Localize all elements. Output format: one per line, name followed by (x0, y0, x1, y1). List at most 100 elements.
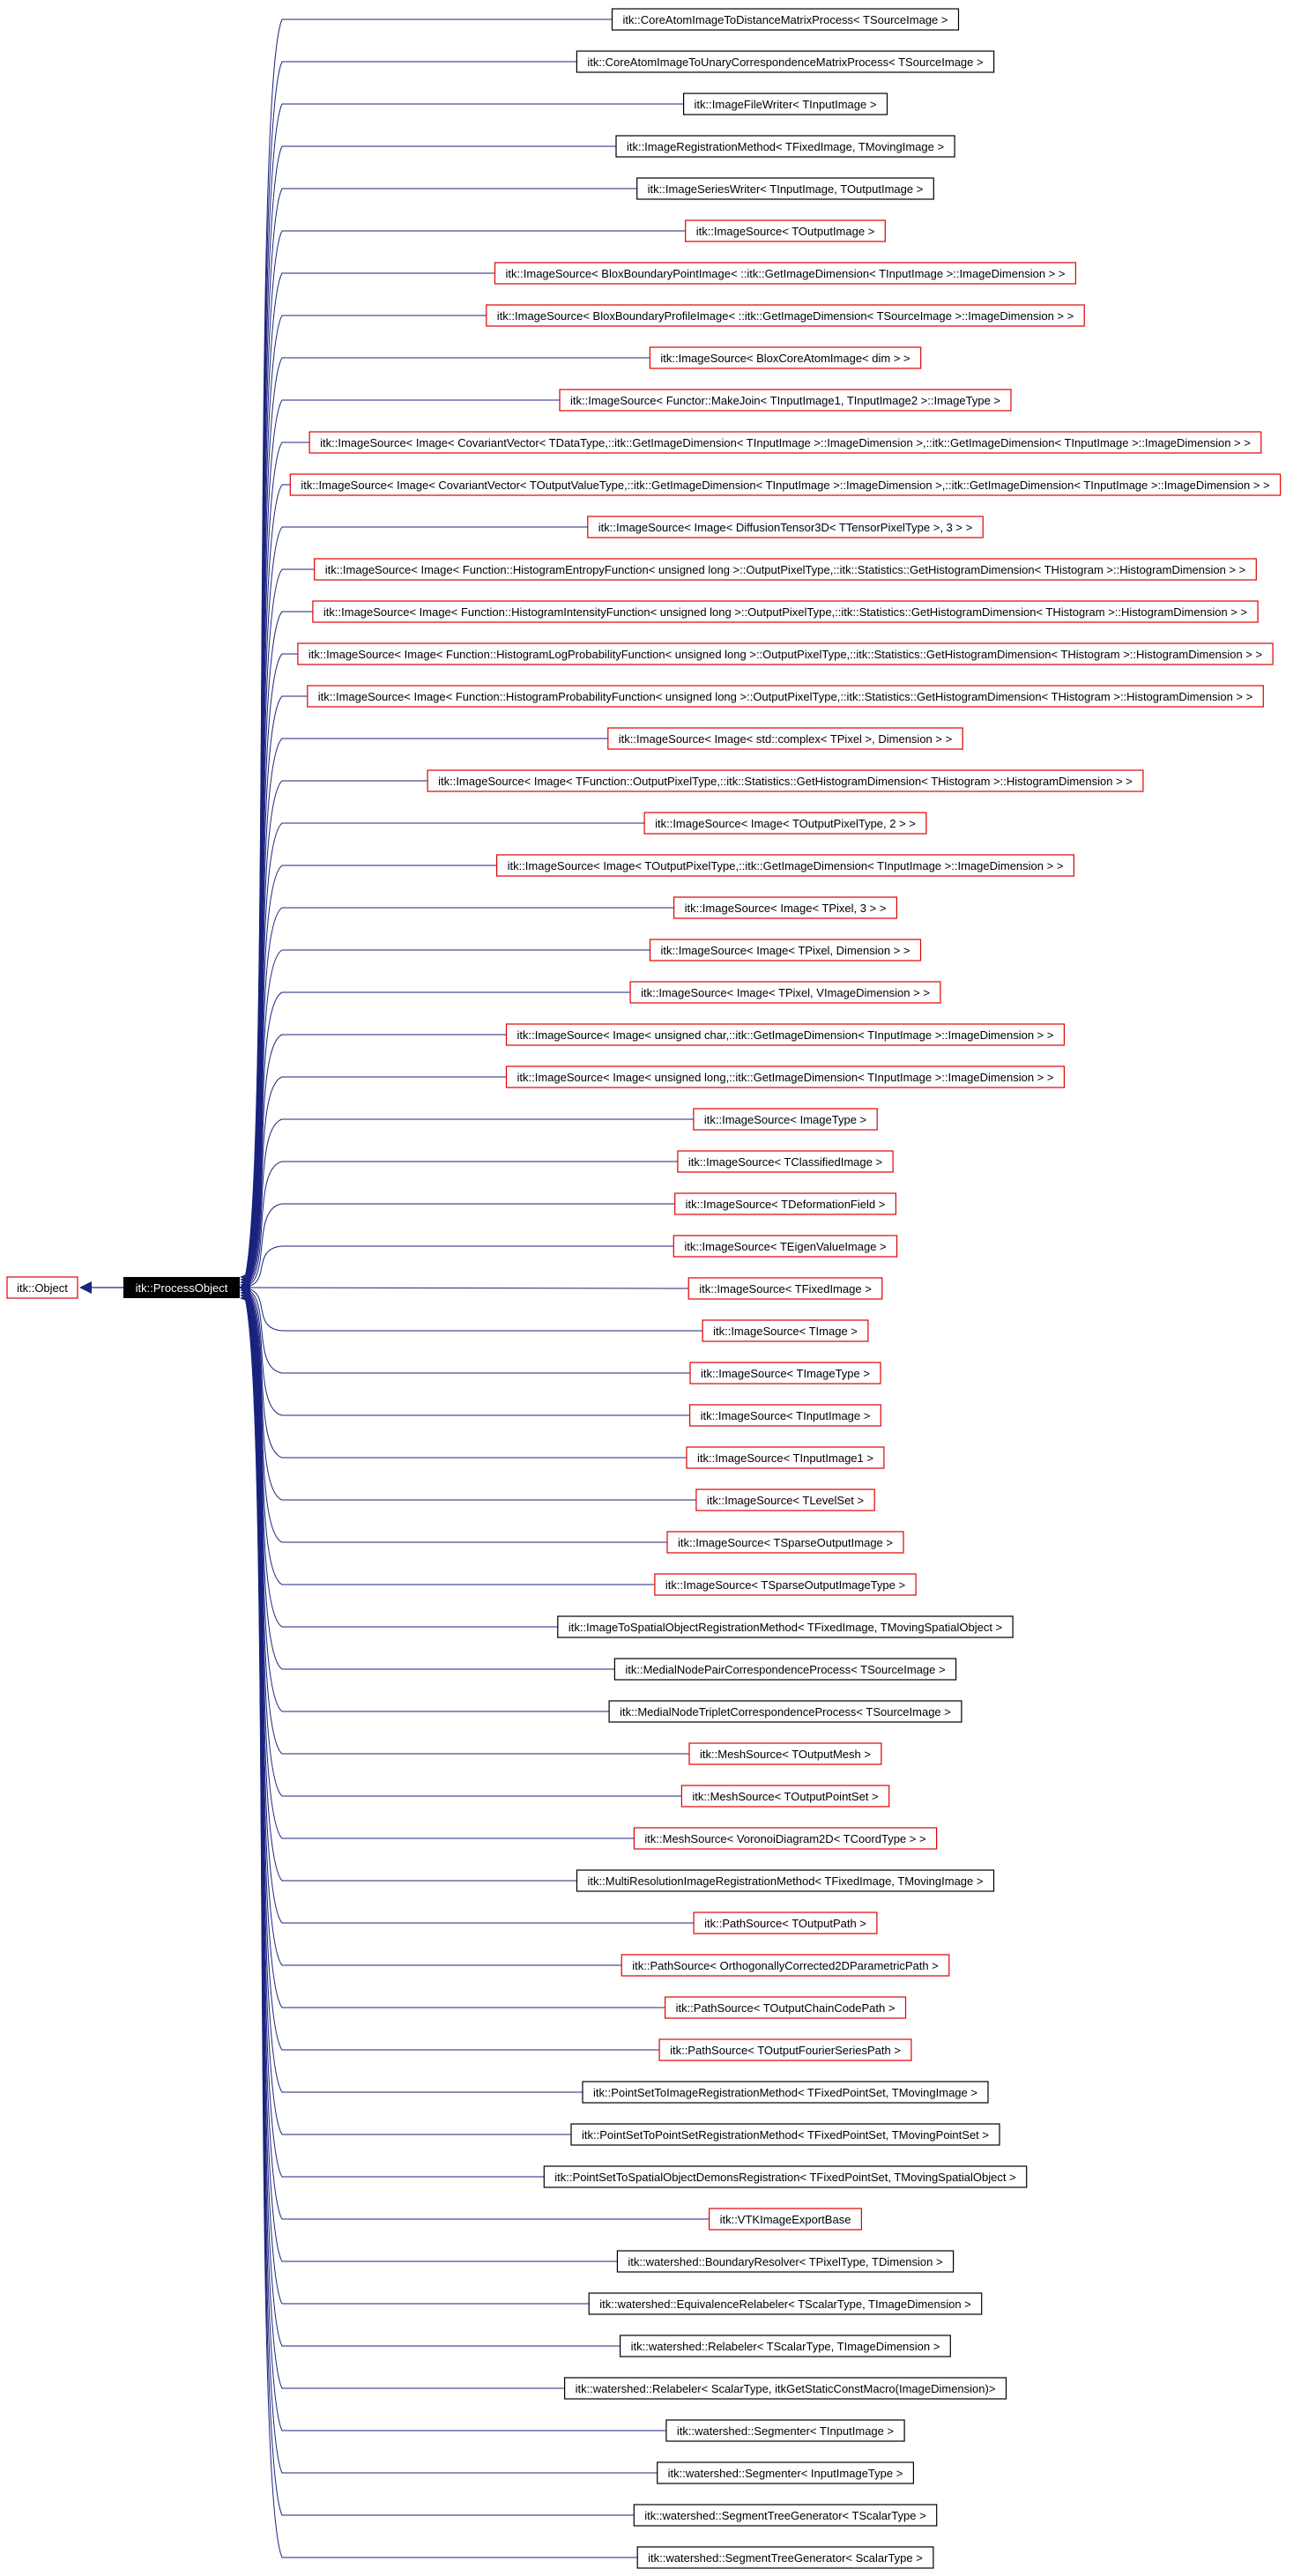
derived-class-box (505, 1065, 1066, 1088)
derived-class-node[interactable]: itk::ImageSource< TOutputImage > (685, 219, 886, 242)
derived-class-node[interactable]: itk::ImageSource< Image< TOutputPixelTyp… (495, 854, 1074, 877)
derived-class-label: itk::MultiResolutionImageRegistrationMet… (588, 1874, 984, 1888)
derived-class-node[interactable]: itk::ImageSource< Image< CovariantVector… (289, 473, 1282, 496)
derived-class-node[interactable]: itk::watershed::Segmenter< TInputImage > (665, 2419, 905, 2442)
derived-class-node[interactable]: itk::ImageSource< Image< Function::Histo… (312, 600, 1259, 623)
derived-class-node[interactable]: itk::watershed::Segmenter< InputImageTyp… (657, 2461, 915, 2484)
derived-class-box (649, 939, 922, 961)
derived-class-node[interactable]: itk::ImageSource< Image< std::complex< T… (607, 727, 963, 750)
derived-class-box (673, 1235, 898, 1258)
derived-class-node[interactable]: itk::ImageSource< TSparseOutputImageType… (654, 1573, 917, 1596)
derived-class-box (587, 516, 984, 538)
derived-class-node[interactable]: itk::ImageSource< BloxCoreAtomImage< dim… (649, 346, 922, 369)
derived-class-node[interactable]: itk::PointSetToImageRegistrationMethod< … (582, 2081, 989, 2104)
derived-class-node[interactable]: itk::ImageSource< TEigenValueImage > (673, 1235, 898, 1258)
derived-class-node[interactable]: itk::ImageSource< Image< Function::Histo… (307, 685, 1264, 708)
derived-class-node[interactable]: itk::ImageSource< TSparseOutputImage > (666, 1531, 904, 1554)
derived-class-node[interactable]: itk::ImageFileWriter< TInputImage > (682, 93, 888, 115)
derived-class-box (693, 1108, 878, 1131)
derived-class-label: itk::CoreAtomImageToUnaryCorrespondenceM… (587, 56, 983, 69)
derived-class-node[interactable]: itk::MultiResolutionImageRegistrationMet… (576, 1869, 995, 1892)
derived-class-node[interactable]: itk::ImageSource< Image< DiffusionTensor… (587, 516, 984, 538)
derived-class-box (289, 473, 1282, 496)
derived-class-label: itk::ImageSource< TSparseOutputImage > (678, 1536, 893, 1549)
derived-class-node[interactable]: itk::ImageSource< Image< TPixel, VImageD… (629, 981, 941, 1004)
derived-class-node[interactable]: itk::ImageSeriesWriter< TInputImage, TOu… (636, 177, 934, 200)
derived-class-label: itk::ImageSource< Image< unsigned long,:… (517, 1071, 1054, 1084)
inheritance-edge (239, 1076, 507, 1288)
derived-class-label: itk::PathSource< TOutputPath > (704, 1917, 866, 1930)
derived-class-node[interactable]: itk::MedialNodePairCorrespondenceProcess… (613, 1658, 957, 1681)
derived-class-node[interactable]: itk::ImageToSpatialObjectRegistrationMet… (557, 1615, 1014, 1638)
derived-class-node[interactable]: itk::MeshSource< VoronoiDiagram2D< TCoor… (633, 1827, 938, 1850)
derived-class-box (658, 2038, 912, 2061)
derived-class-node[interactable]: itk::PathSource< OrthogonallyCorrected2D… (621, 1954, 950, 1977)
derived-class-node[interactable]: itk::ImageSource< Image< CovariantVector… (308, 431, 1262, 454)
derived-class-node[interactable]: itk::ImageSource< ImageType > (693, 1108, 878, 1131)
derived-class-label: itk::ImageSource< Image< Function::Histo… (318, 690, 1252, 703)
derived-class-node[interactable]: itk::watershed::Relabeler< ScalarType, i… (563, 2377, 1007, 2400)
derived-class-node[interactable]: itk::PointSetToPointSetRegistrationMetho… (570, 2123, 1000, 2146)
derived-class-node[interactable]: itk::ImageSource< TLevelSet > (695, 1488, 875, 1511)
derived-class-node[interactable]: itk::ImageSource< TImage > (702, 1319, 869, 1342)
derived-class-label: itk::ImageSource< TInputImage > (701, 1409, 871, 1422)
derived-class-node[interactable]: itk::ImageSource< TInputImage > (688, 1404, 881, 1427)
derived-class-node[interactable]: itk::watershed::SegmentTreeGenerator< Sc… (636, 2546, 934, 2569)
inheritance-edge (239, 1287, 666, 2431)
base-inheritance-arrow (79, 1281, 123, 1294)
derived-class-node[interactable]: itk::ImageSource< BloxBoundaryPointImage… (494, 262, 1077, 285)
inheritance-edge (239, 1287, 655, 1585)
derived-class-box (312, 600, 1259, 623)
derived-class-node[interactable]: itk::ImageSource< Image< unsigned long,:… (505, 1065, 1066, 1088)
derived-class-node[interactable]: itk::MeshSource< TOutputPointSet > (680, 1785, 890, 1808)
derived-class-node[interactable]: itk::ImageSource< TDeformationField > (674, 1192, 897, 1215)
derived-class-node[interactable]: itk::ImageSource< Functor::MakeJoin< TIn… (559, 389, 1012, 412)
inheritance-edge (239, 1287, 665, 2008)
derived-class-box (649, 346, 922, 369)
derived-class-node[interactable]: itk::ImageSource< Image< TPixel, Dimensi… (649, 939, 922, 961)
derived-class-node[interactable]: itk::ImageSource< Image< TPixel, 3 > > (673, 896, 897, 919)
derived-class-nodes: itk::CoreAtomImageToDistanceMatrixProces… (289, 8, 1282, 2569)
derived-class-node[interactable]: itk::watershed::BoundaryResolver< TPixel… (616, 2250, 955, 2273)
derived-class-node[interactable]: itk::VTKImageExportBase (708, 2208, 862, 2231)
derived-class-node[interactable]: itk::ImageSource< Image< Function::Histo… (314, 558, 1257, 581)
inheritance-edge (239, 1245, 674, 1288)
derived-class-node[interactable]: itk::ImageSource< Image< TFunction::Outp… (427, 769, 1144, 792)
derived-class-node[interactable]: itk::PointSetToSpatialObjectDemonsRegist… (543, 2165, 1028, 2188)
derived-class-node[interactable]: itk::CoreAtomImageToUnaryCorrespondenceM… (576, 50, 995, 73)
derived-class-node[interactable]: itk::watershed::Relabeler< TScalarType, … (619, 2335, 951, 2357)
derived-class-node[interactable]: itk::ImageSource< Image< TOutputPixelTyp… (643, 812, 927, 835)
derived-class-label: itk::watershed::Segmenter< TInputImage > (677, 2424, 894, 2438)
derived-class-node[interactable]: itk::watershed::EquivalenceRelabeler< TS… (588, 2292, 983, 2315)
derived-class-node[interactable]: itk::ImageSource< BloxBoundaryProfileIma… (486, 304, 1085, 327)
derived-class-node[interactable]: itk::MeshSource< TOutputMesh > (688, 1742, 882, 1765)
derived-class-box (588, 2292, 983, 2315)
derived-class-node[interactable]: itk::ImageSource< TImageType > (689, 1362, 881, 1385)
derived-class-node[interactable]: itk::ImageSource< TFixedImage > (687, 1277, 883, 1300)
inheritance-edge (239, 738, 608, 1288)
derived-class-node[interactable]: itk::PathSource< TOutputFourierSeriesPat… (658, 2038, 912, 2061)
derived-class-label: itk::ImageSource< Image< TOutputPixelTyp… (508, 859, 1064, 872)
base-node-itk-object[interactable]: itk::Object (6, 1276, 78, 1299)
derived-class-label: itk::PathSource< TOutputFourierSeriesPat… (670, 2044, 901, 2057)
inheritance-edge (239, 1287, 583, 2093)
derived-class-node[interactable]: itk::ImageSource< TClassifiedImage > (677, 1150, 894, 1173)
derived-class-node[interactable]: itk::CoreAtomImageToDistanceMatrixProces… (611, 8, 960, 31)
derived-class-label: itk::ImageSource< Image< unsigned char,:… (517, 1028, 1054, 1042)
derived-class-label: itk::ImageSource< Image< TFunction::Outp… (438, 775, 1133, 788)
derived-class-node[interactable]: itk::ImageSource< Image< Function::Histo… (297, 642, 1274, 665)
inheritance-edge (239, 1287, 687, 1459)
derived-class-node[interactable]: itk::ImageSource< Image< unsigned char,:… (505, 1023, 1066, 1046)
derived-class-node[interactable]: itk::MedialNodeTripletCorrespondenceProc… (608, 1700, 962, 1723)
derived-class-node[interactable]: itk::ImageSource< TInputImage1 > (686, 1446, 885, 1469)
derived-class-node[interactable]: itk::watershed::SegmentTreeGenerator< TS… (633, 2504, 938, 2527)
derived-class-label: itk::ImageSource< Image< CovariantVector… (320, 436, 1251, 449)
derived-class-box (666, 1531, 904, 1554)
focus-node-process-object[interactable]: itk::ProcessObject (123, 1277, 240, 1298)
derived-class-label: itk::ImageToSpatialObjectRegistrationMet… (569, 1621, 1002, 1634)
derived-class-label: itk::ImageSource< TDeformationField > (686, 1198, 886, 1211)
derived-class-node[interactable]: itk::ImageRegistrationMethod< TFixedImag… (615, 135, 955, 158)
derived-class-label: itk::watershed::Relabeler< ScalarType, i… (576, 2382, 996, 2395)
derived-class-node[interactable]: itk::PathSource< TOutputPath > (693, 1912, 878, 1934)
derived-class-node[interactable]: itk::PathSource< TOutputChainCodePath > (664, 1996, 907, 2019)
